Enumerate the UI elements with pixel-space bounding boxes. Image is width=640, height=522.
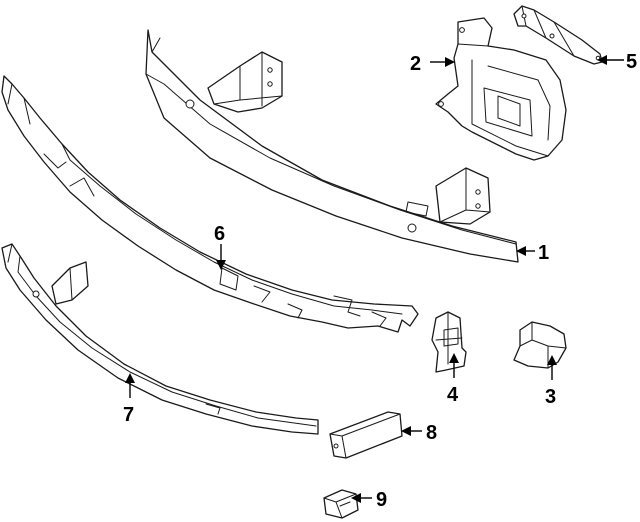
- callout-leaders: [125, 55, 624, 503]
- callout-7: 7: [123, 404, 134, 426]
- part-8-bracket: [329, 411, 403, 459]
- part-2-bracket: [435, 17, 567, 161]
- part-3-bracket: [513, 321, 567, 369]
- part-9-clip: [323, 489, 359, 519]
- callout-1: 1: [538, 242, 549, 264]
- callout-2: 2: [410, 53, 421, 75]
- part-1-reinforcement-beam: [145, 29, 519, 263]
- callout-6: 6: [214, 223, 225, 245]
- part-7-lower-stiffener: [1, 243, 319, 435]
- callout-8: 8: [426, 422, 437, 444]
- callout-labels: 1 2 3 4 5 6 7 8 9: [123, 51, 637, 511]
- callout-5: 5: [626, 51, 637, 73]
- callout-3: 3: [545, 386, 556, 408]
- part-4-bracket: [431, 311, 467, 373]
- callout-4: 4: [447, 384, 459, 406]
- callout-9: 9: [376, 489, 387, 511]
- part-6-energy-absorber: [1, 75, 419, 333]
